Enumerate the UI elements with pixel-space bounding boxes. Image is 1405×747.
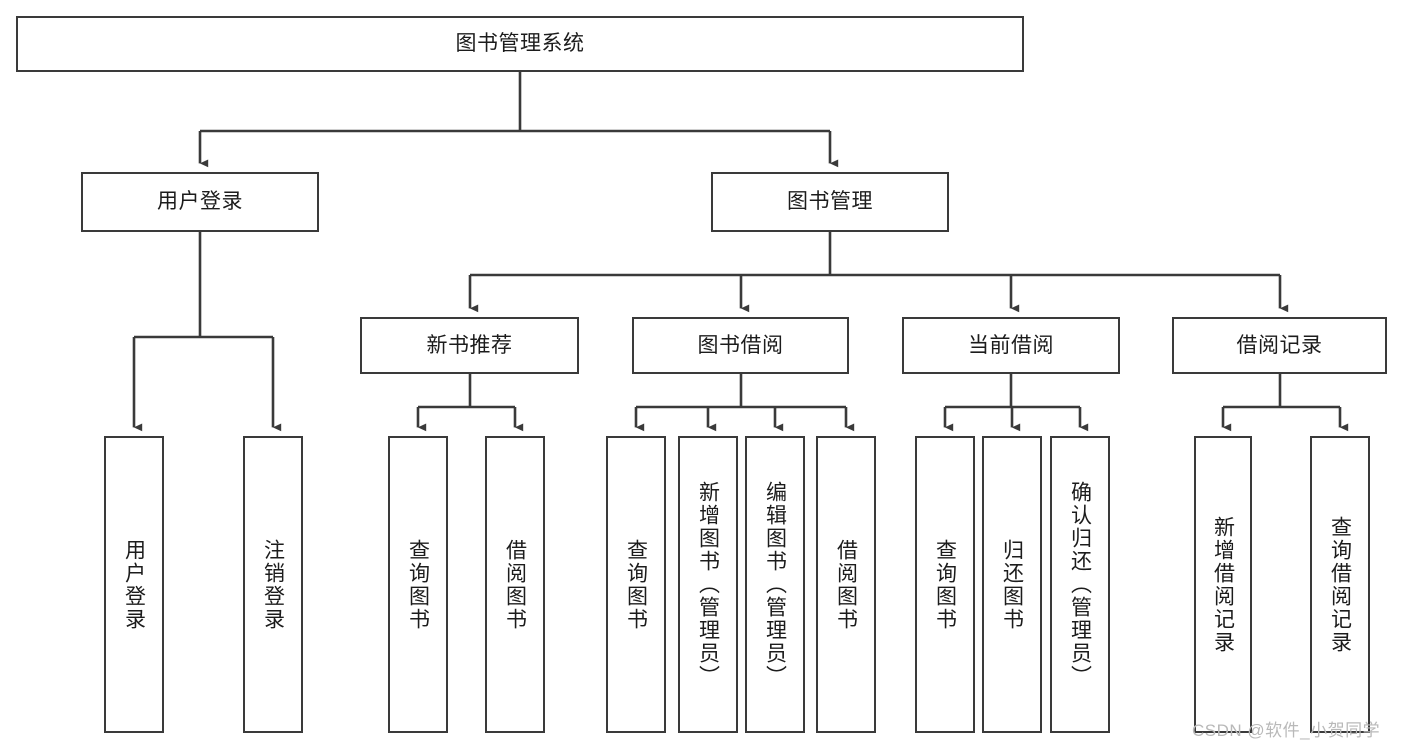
node-leaf-borrow-book[interactable]: 借阅图书 [816,436,876,733]
node-root[interactable]: 图书管理系统 [16,16,1024,72]
node-book-borrow[interactable]: 图书借阅 [632,317,849,374]
node-label: 注销登录 [261,538,285,631]
node-book-manage[interactable]: 图书管理 [711,172,949,232]
node-leaf-user-login[interactable]: 用户登录 [104,436,164,733]
node-leaf-add-record[interactable]: 新增借阅记录 [1194,436,1252,733]
node-label: 编辑图书（管理员） [763,481,787,688]
node-user-login[interactable]: 用户登录 [81,172,319,232]
node-label: 确认归还（管理员） [1068,481,1092,688]
node-label: 用户登录 [157,190,243,214]
node-leaf-query-book-cur[interactable]: 查询图书 [915,436,975,733]
node-borrow-record[interactable]: 借阅记录 [1172,317,1387,374]
node-label: 查询图书 [933,538,957,631]
node-label: 查询图书 [406,538,430,631]
node-leaf-query-book-borrow[interactable]: 查询图书 [606,436,666,733]
node-label: 新书推荐 [426,333,513,357]
node-leaf-borrow-book-rec[interactable]: 借阅图书 [485,436,545,733]
node-leaf-user-logout[interactable]: 注销登录 [243,436,303,733]
node-label: 借阅图书 [834,538,858,631]
node-label: 新增图书（管理员） [696,481,720,688]
node-label: 借阅记录 [1236,333,1323,357]
node-leaf-add-book[interactable]: 新增图书（管理员） [678,436,738,733]
node-leaf-query-record[interactable]: 查询借阅记录 [1310,436,1370,733]
node-leaf-confirm-return[interactable]: 确认归还（管理员） [1050,436,1110,733]
connector-lines [132,72,1349,432]
node-current-borrow[interactable]: 当前借阅 [902,317,1120,374]
node-label: 图书管理 [787,190,873,214]
node-new-book-rec[interactable]: 新书推荐 [360,317,579,374]
node-label: 图书借阅 [697,333,784,357]
node-label: 用户登录 [122,538,146,631]
node-label: 当前借阅 [968,333,1054,357]
node-label: 查询借阅记录 [1328,515,1352,654]
node-label: 新增借阅记录 [1211,515,1235,654]
node-label: 借阅图书 [503,538,527,631]
node-leaf-query-book-rec[interactable]: 查询图书 [388,436,448,733]
node-leaf-return-book[interactable]: 归还图书 [982,436,1042,733]
node-leaf-edit-book[interactable]: 编辑图书（管理员） [745,436,805,733]
node-label: 图书管理系统 [455,32,585,56]
node-label: 归还图书 [1000,538,1024,631]
node-label: 查询图书 [624,538,648,631]
